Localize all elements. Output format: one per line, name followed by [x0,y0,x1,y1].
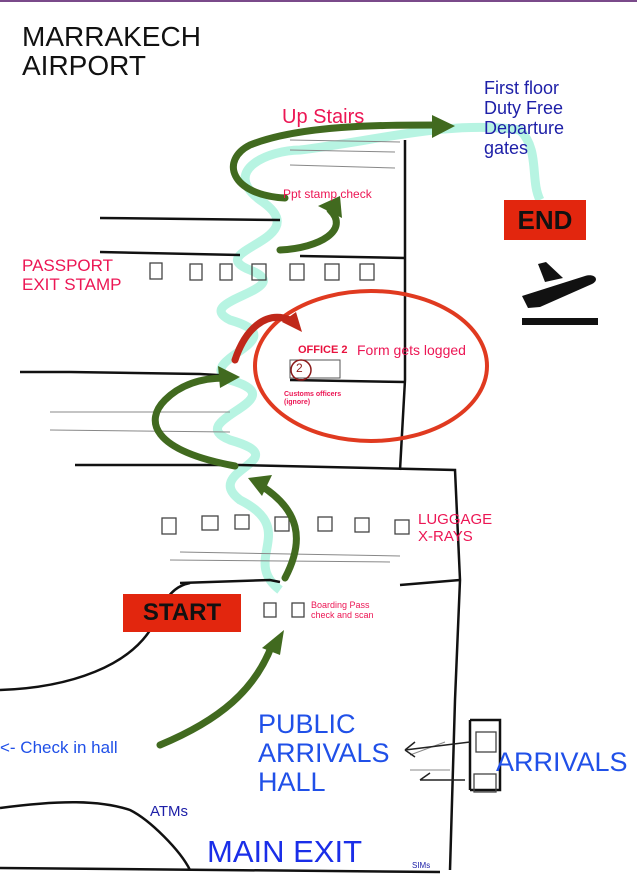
public-arrivals-label: PUBLIC ARRIVALS HALL [258,710,390,797]
office-number: 2 [296,361,303,375]
label-line: check and scan [311,610,374,620]
label-line: Duty Free [484,98,564,118]
atms-label: ATMs [150,803,189,820]
office-ring [253,289,489,443]
label-line: (ignore) [284,399,311,406]
passport-exit-stamp-label: PASSPORT EXIT STAMP [22,256,122,294]
sketch-lines [49,139,450,771]
ppt-stamp-check-label: Ppt stamp check [283,187,372,201]
main-exit-label: MAIN EXIT [207,834,363,869]
boarding-pass-label: Boarding Pass check and scan [311,600,374,620]
office-number-circle [290,359,312,381]
label-line: X-RAYS [418,528,473,545]
customs-label: Customs officers (ignore) [284,391,341,407]
office2-label: OFFICE 2 [298,344,348,356]
arrivals-label: ARRIVALS [496,747,628,777]
label-line: First floor [484,78,560,98]
label-line: EXIT STAMP [22,275,122,294]
start-box: START [123,594,241,632]
end-box: END [504,200,586,240]
office-desk [289,359,341,379]
luggage-xrays-label: LUGGAGE X-RAYS [418,511,492,545]
map-title: MARRAKECH AIRPORT [22,22,201,81]
arrow-heads [218,115,455,655]
passport-booths [149,262,375,281]
label-line: Boarding Pass [311,600,370,610]
first-floor-label: First floor Duty Free Departure gates [484,78,564,158]
label-line: ARRIVALS [258,738,390,768]
label-line: HALL [258,767,326,797]
xray-machines [161,514,497,793]
label-line: gates [484,138,529,158]
title-line: MARRAKECH [22,21,201,52]
label-line: PASSPORT [22,256,114,275]
airplane-departure-icon [522,262,598,325]
label-line: LUGGAGE [418,511,493,528]
sims-label: SIMs [412,861,431,870]
route-arrows [151,121,444,749]
form-logged-label: Form gets logged [357,342,466,358]
arrivals-arrows [404,741,471,781]
check-in-hall-label: <- Check in hall [0,738,118,757]
label-line: Customs officers [284,391,342,398]
label-line: PUBLIC [258,709,356,739]
walls [0,140,502,874]
title-line: AIRPORT [22,50,146,82]
label-line: Departure [484,118,565,138]
up-stairs-label: Up Stairs [282,106,365,128]
